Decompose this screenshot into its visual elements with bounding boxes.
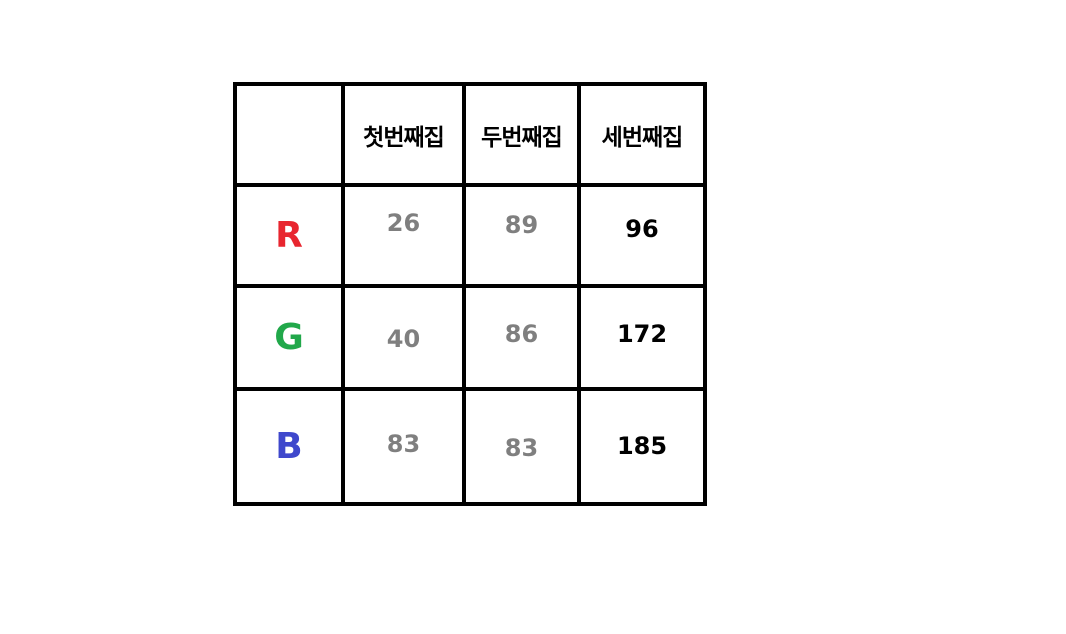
value-r-third: 96	[625, 215, 659, 243]
row-label-cell-r: R	[237, 187, 341, 284]
row-label-r: R	[275, 215, 303, 256]
header-cell-second-house: 두번째집	[466, 86, 577, 183]
value-r-second: 89	[504, 211, 539, 239]
value-g-first: 40	[386, 325, 421, 353]
value-cell-b-second: 83	[466, 391, 577, 502]
header-cell-third-house: 세번째집	[581, 86, 703, 183]
row-label-cell-g: G	[237, 288, 341, 387]
value-b-third: 185	[616, 432, 668, 460]
row-label-cell-b: B	[237, 391, 341, 502]
value-cell-b-first: 83	[345, 391, 462, 502]
value-cell-g-first: 40	[345, 288, 462, 387]
header-cell-first-house: 첫번째집	[345, 86, 462, 183]
value-cell-g-second: 86	[466, 288, 577, 387]
row-label-b: B	[275, 426, 303, 467]
header-label-third-house: 세번째집	[601, 124, 684, 151]
value-cell-r-first: 26	[345, 187, 462, 284]
rgb-table: 첫번째집 두번째집 세번째집 R 26 89 96 G 40 86 172 B …	[233, 82, 707, 506]
value-b-second: 83	[504, 434, 539, 462]
header-label-first-house: 첫번째집	[363, 124, 445, 151]
value-b-first: 83	[386, 430, 421, 458]
value-cell-r-third: 96	[581, 187, 703, 284]
value-cell-g-third: 172	[581, 288, 703, 387]
row-label-g: G	[274, 317, 304, 358]
value-g-third: 172	[616, 320, 668, 348]
value-cell-r-second: 89	[466, 187, 577, 284]
header-label-second-house: 두번째집	[481, 124, 563, 151]
value-r-first: 26	[386, 209, 421, 237]
value-cell-b-third: 185	[581, 391, 703, 502]
corner-cell	[237, 86, 341, 183]
value-g-second: 86	[504, 320, 539, 348]
